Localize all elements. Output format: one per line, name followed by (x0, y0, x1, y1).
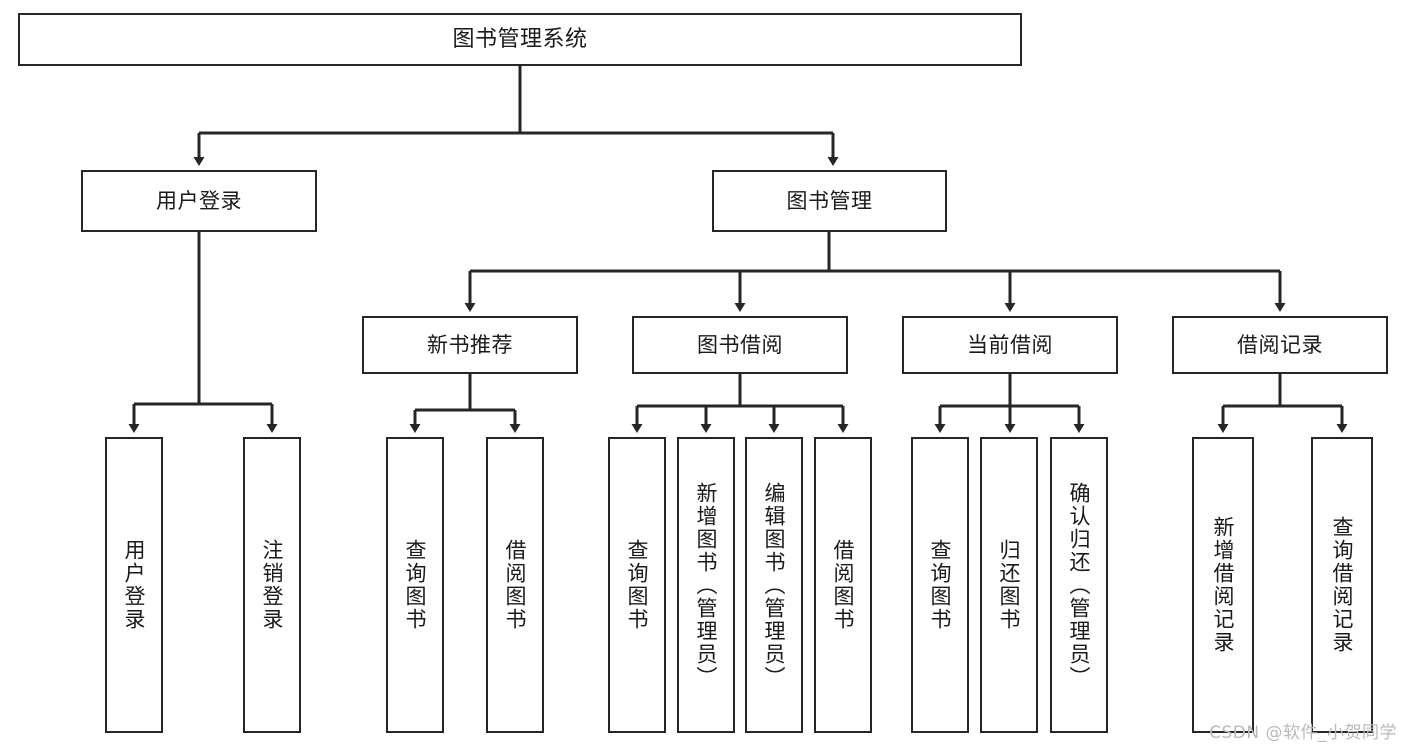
node-label: 当前借阅 (967, 332, 1053, 357)
node-label: 用户登录 (156, 188, 242, 213)
node-label: 图书借阅 (697, 332, 783, 357)
leaf-current-return-book[interactable]: 归还图书 (980, 437, 1038, 733)
node-label: 用户登录 (122, 539, 147, 631)
leaf-borrow-edit-book-admin[interactable]: 编辑图书（管理员） (745, 437, 803, 733)
node-label: 注销登录 (260, 539, 285, 631)
leaf-current-confirm-return-admin[interactable]: 确认归还（管理员） (1050, 437, 1108, 733)
leaf-recommend-borrow-book[interactable]: 借阅图书 (486, 437, 544, 733)
node-book-borrow[interactable]: 图书借阅 (632, 316, 848, 374)
node-label: 编辑图书（管理员） (762, 481, 787, 689)
node-label: 归还图书 (997, 539, 1022, 631)
leaf-current-query-book[interactable]: 查询图书 (911, 437, 969, 733)
leaf-logout[interactable]: 注销登录 (243, 437, 301, 733)
node-new-book-recommend[interactable]: 新书推荐 (362, 316, 578, 374)
node-label: 借阅记录 (1237, 332, 1323, 357)
node-label: 借阅图书 (503, 539, 528, 631)
leaf-recommend-query-book[interactable]: 查询图书 (386, 437, 444, 733)
node-label: 借阅图书 (831, 539, 856, 631)
node-label: 查询图书 (928, 539, 953, 631)
node-user-login[interactable]: 用户登录 (81, 170, 317, 232)
leaf-record-add[interactable]: 新增借阅记录 (1192, 437, 1254, 733)
leaf-borrow-add-book-admin[interactable]: 新增图书（管理员） (677, 437, 735, 733)
csdn-watermark: CSDN @软件_小贺同学 (1209, 723, 1397, 743)
node-current-borrow[interactable]: 当前借阅 (902, 316, 1118, 374)
node-label: 图书管理 (786, 188, 873, 213)
leaf-user-login[interactable]: 用户登录 (105, 437, 163, 733)
node-root-system[interactable]: 图书管理系统 (18, 13, 1022, 66)
node-book-management[interactable]: 图书管理 (712, 170, 947, 232)
node-label: 查询图书 (625, 539, 650, 631)
node-label: 图书管理系统 (452, 26, 588, 52)
leaf-borrow-borrow-book[interactable]: 借阅图书 (814, 437, 872, 733)
node-label: 新增图书（管理员） (694, 481, 719, 689)
node-borrow-record[interactable]: 借阅记录 (1172, 316, 1388, 374)
node-label: 查询借阅记录 (1330, 516, 1355, 654)
leaf-borrow-query-book[interactable]: 查询图书 (608, 437, 666, 733)
node-label: 确认归还（管理员） (1067, 481, 1092, 689)
node-label: 新增借阅记录 (1211, 516, 1236, 654)
node-label: 新书推荐 (427, 332, 513, 357)
node-label: 查询图书 (403, 539, 428, 631)
leaf-record-query[interactable]: 查询借阅记录 (1311, 437, 1373, 733)
